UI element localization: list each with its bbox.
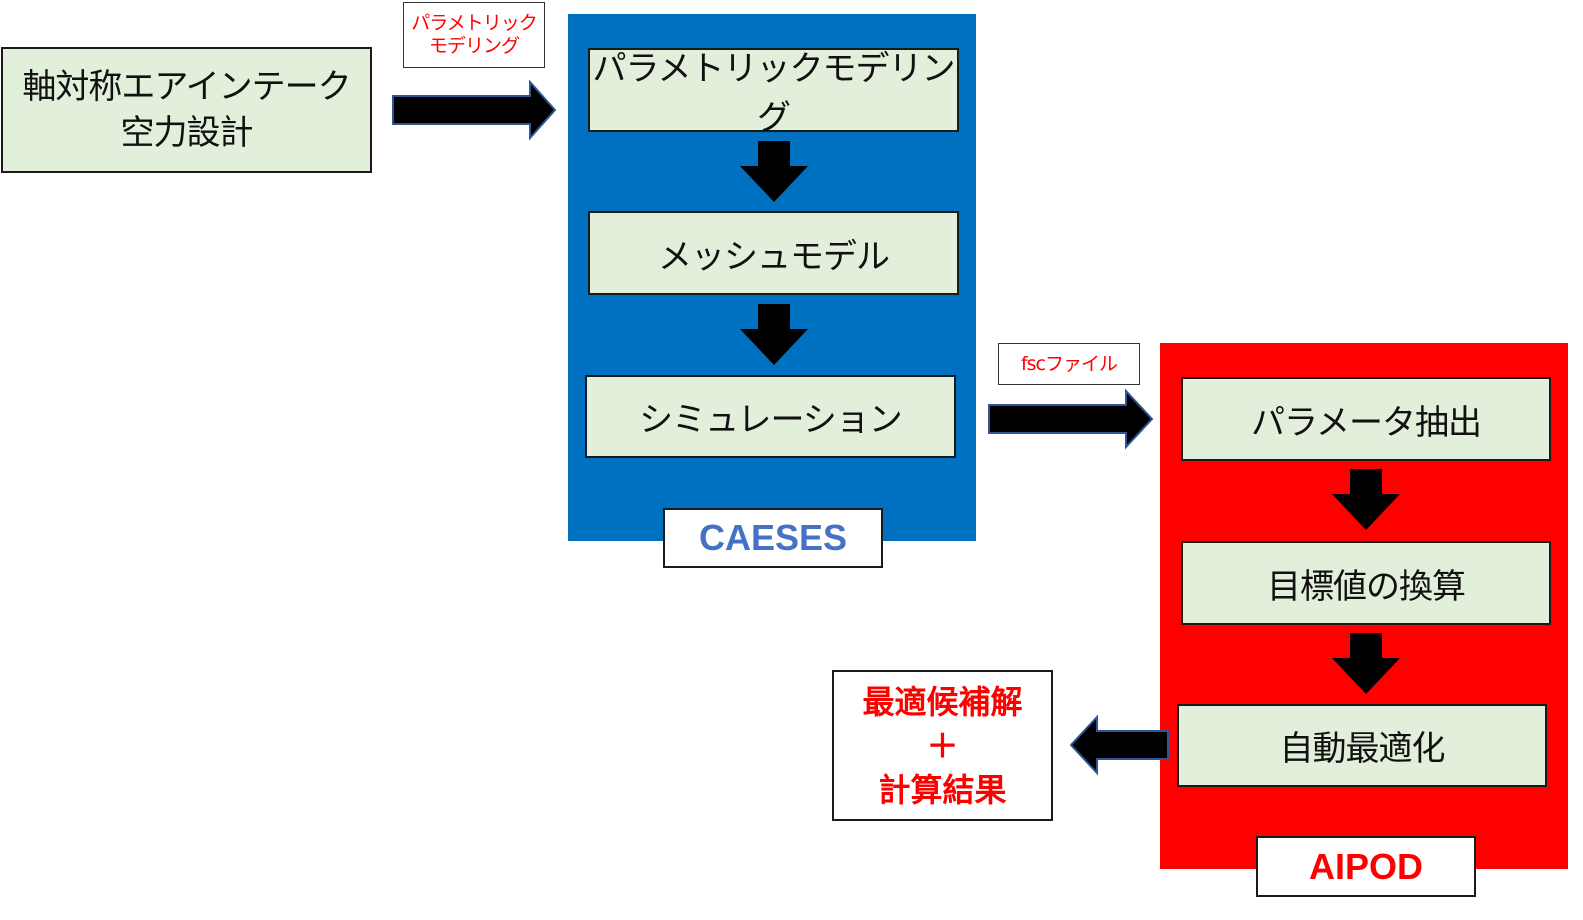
- result-line3: 計算結果: [878, 770, 1007, 809]
- parametric-label-line1: パラメトリック: [411, 12, 537, 34]
- arrow-down-icon: [740, 304, 808, 365]
- arrow-right-icon: [392, 79, 557, 141]
- caeses-step-simulation: シミュレーション: [585, 375, 956, 458]
- aipod-name-tag: AIPOD: [1256, 836, 1476, 897]
- aipod-step-auto-optimization: 自動最適化: [1177, 704, 1547, 787]
- result-line1: 最適候補解: [862, 682, 1023, 721]
- aipod-step-label: 自動最適化: [1279, 729, 1446, 769]
- aipod-step-label: 目標値の換算: [1267, 566, 1466, 607]
- aipod-step-label: パラメータ抽出: [1251, 402, 1482, 443]
- parametric-label-line2: モデリング: [428, 35, 520, 57]
- caeses-step-label: メッシュモデル: [658, 236, 890, 277]
- input-box-line2: 空力設計: [120, 113, 254, 153]
- arrow-down-icon: [740, 141, 808, 202]
- caeses-step-label: シミュレーション: [639, 400, 903, 440]
- aipod-step-target-conversion: 目標値の換算: [1181, 541, 1551, 625]
- caeses-name: CAESES: [698, 517, 848, 558]
- aipod-name: AIPOD: [1308, 845, 1423, 887]
- aipod-step-parameter-extraction: パラメータ抽出: [1181, 377, 1551, 461]
- fsc-file-label: fscファイル: [998, 343, 1140, 385]
- arrow-down-icon: [1332, 469, 1400, 530]
- arrow-left-icon: [1069, 714, 1169, 776]
- caeses-step-label: パラメトリックモデリング: [592, 49, 956, 138]
- arrow-right-icon: [988, 388, 1154, 450]
- input-box: 軸対称エアインテーク 空力設計: [1, 47, 372, 173]
- result-box: 最適候補解 ＋ 計算結果: [832, 670, 1053, 821]
- caeses-name-tag: CAESES: [663, 508, 883, 568]
- caeses-step-parametric-modeling: パラメトリックモデリング: [588, 48, 959, 138]
- fsc-file-label-text: fscファイル: [1020, 352, 1118, 375]
- parametric-label: パラメトリック モデリング: [403, 2, 545, 68]
- arrow-down-icon: [1332, 633, 1400, 694]
- caeses-step-mesh-model: メッシュモデル: [588, 211, 959, 295]
- input-box-line1: 軸対称エアインテーク: [22, 67, 351, 107]
- result-line2: ＋: [926, 726, 959, 765]
